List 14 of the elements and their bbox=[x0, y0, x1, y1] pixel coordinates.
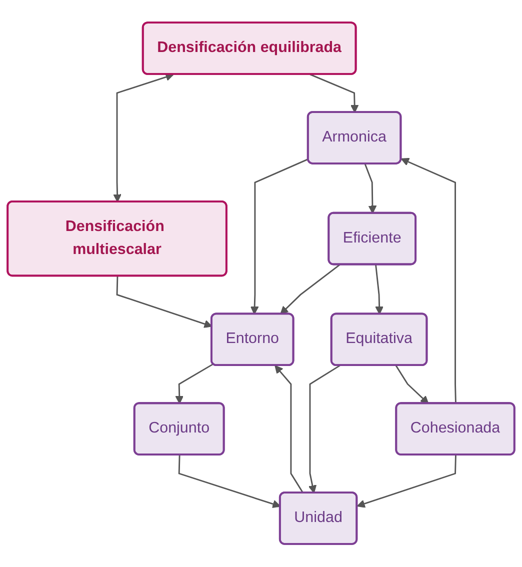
arrow bbox=[364, 164, 377, 214]
arrow bbox=[250, 158, 309, 315]
arrow bbox=[280, 264, 340, 315]
arrow bbox=[178, 455, 281, 508]
arrow bbox=[274, 365, 304, 494]
arrow bbox=[356, 455, 456, 508]
arrow bbox=[116, 276, 212, 328]
arrow bbox=[310, 74, 359, 114]
arrow bbox=[375, 264, 384, 315]
arrow bbox=[308, 365, 340, 494]
arrow bbox=[400, 158, 456, 404]
arrow bbox=[395, 365, 429, 404]
arrow bbox=[113, 73, 174, 203]
arrow bbox=[175, 364, 214, 404]
